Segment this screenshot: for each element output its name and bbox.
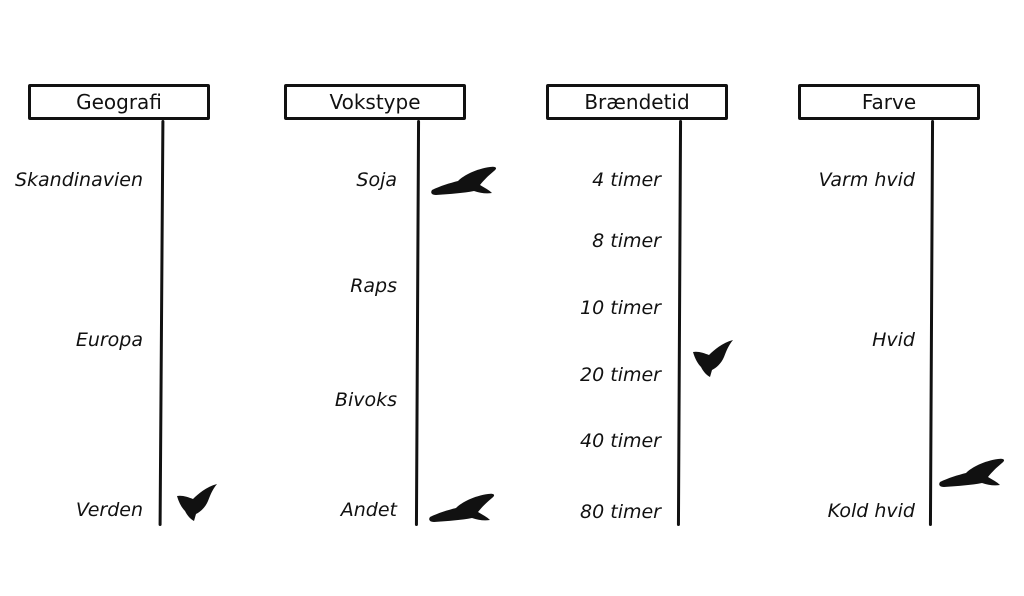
option-soja[interactable]: Soja <box>356 169 397 191</box>
bird-silhouette-icon <box>939 458 1005 487</box>
option-verden[interactable]: Verden <box>75 499 143 521</box>
column-header-farve: Farve <box>798 84 980 120</box>
option-hvid[interactable]: Hvid <box>872 329 915 351</box>
option-europa[interactable]: Europa <box>75 329 143 351</box>
option-8-timer[interactable]: 8 timer <box>592 230 661 252</box>
column-header-geografi: Geografi <box>28 84 210 120</box>
option-40-timer[interactable]: 40 timer <box>580 430 661 452</box>
option-kold-hvid[interactable]: Kold hvid <box>827 500 915 522</box>
bird-silhouette-icon <box>177 484 217 521</box>
axis-vokstype <box>414 119 421 527</box>
column-header-braendetid: Brændetid <box>546 84 728 120</box>
bird-silhouette-icon <box>429 493 495 522</box>
axis-braendetid <box>676 119 683 527</box>
axis-farve <box>928 119 935 527</box>
bird-silhouette-icon <box>431 166 497 195</box>
option-20-timer[interactable]: 20 timer <box>580 364 661 386</box>
column-header-vokstype: Vokstype <box>284 84 466 120</box>
option-bivoks[interactable]: Bivoks <box>334 389 397 411</box>
axis-geografi <box>158 119 165 527</box>
option-varm-hvid[interactable]: Varm hvid <box>818 169 915 191</box>
option-80-timer[interactable]: 80 timer <box>580 501 661 523</box>
option-10-timer[interactable]: 10 timer <box>580 297 661 319</box>
bird-silhouette-icon <box>693 340 733 377</box>
option-andet[interactable]: Andet <box>340 499 397 521</box>
option-raps[interactable]: Raps <box>350 275 397 297</box>
option-skandinavien[interactable]: Skandinavien <box>14 169 143 191</box>
option-4-timer[interactable]: 4 timer <box>592 169 661 191</box>
